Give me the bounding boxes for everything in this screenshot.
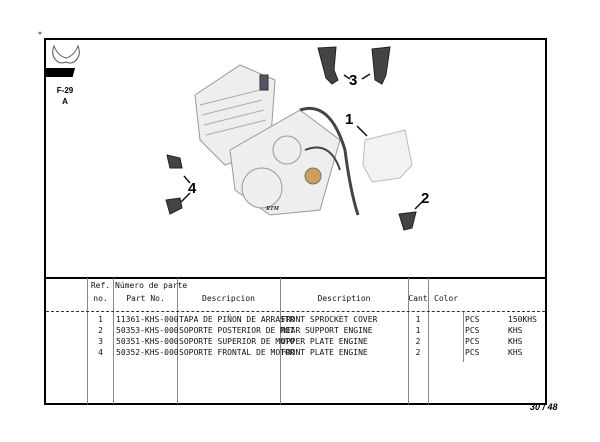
bracket-parts <box>165 46 417 231</box>
cell-unit: PCS <box>465 326 480 335</box>
cell-model: KHS <box>508 337 523 346</box>
cell-part: 50352-KHS-000 <box>116 348 179 357</box>
cell-model: 150KHS <box>508 315 537 324</box>
header-descripcion: Descripcion <box>202 294 255 303</box>
cell-model: KHS <box>508 348 523 357</box>
header-separator <box>46 311 545 312</box>
cell-unit: PCS <box>465 315 480 324</box>
header-color: Color <box>434 294 459 303</box>
callout-2: 2 <box>421 190 429 207</box>
header-description: Description <box>317 294 371 303</box>
header-numero-parte: Número de parte <box>115 281 188 290</box>
callout-1: 1 <box>345 111 353 128</box>
cell-ref: 1 <box>98 315 103 324</box>
cell-cant: 2 <box>415 337 421 346</box>
cell-cant: 1 <box>415 315 421 324</box>
front-sprocket-cover-part <box>362 129 413 183</box>
page-frame <box>44 38 547 405</box>
leader-lines <box>180 73 424 210</box>
callout-3: 3 <box>349 72 357 89</box>
engine-logo-text: RTM <box>265 206 280 212</box>
cell-cant: 2 <box>415 348 421 357</box>
cell-unit: PCS <box>465 348 480 357</box>
cell-descripcion: SOPORTE FRONTAL DE MOTOR <box>179 348 295 357</box>
cell-model: KHS <box>508 326 523 335</box>
cell-description: REAR SUPPORT ENGINE <box>281 326 373 335</box>
cell-description: UPPER PLATE ENGINE <box>281 337 368 346</box>
cell-part: 50351-KHS-000 <box>116 337 179 346</box>
cell-description: FRONT PLATE ENGINE <box>281 348 368 357</box>
header-cant: Cant <box>408 294 428 303</box>
figure-code: F-29 <box>56 86 74 95</box>
exploded-view-illustration: RTM 3 1 2 4 <box>165 46 429 231</box>
cell-part: 11361-KHS-000 <box>116 315 179 324</box>
engine-image: RTM <box>194 64 360 216</box>
cell-cant: 1 <box>415 326 421 335</box>
header-part-no: Part No. <box>126 294 165 303</box>
cell-descripcion: SOPORTE SUPERIOR DE MOTO <box>179 337 295 346</box>
page-number: 30 / 48 <box>530 402 558 412</box>
cell-ref: 3 <box>98 337 103 346</box>
cell-unit: PCS <box>465 337 480 346</box>
table-divider <box>44 277 547 279</box>
header-ref: Ref. <box>90 281 111 290</box>
cell-part: 50353-KHS-000 <box>116 326 179 335</box>
cell-ref: 4 <box>98 348 103 357</box>
cell-descripcion: TAPA DE PIÑON DE ARRASTR <box>179 315 295 324</box>
corner-mark: * <box>38 30 42 39</box>
rtm-logo <box>46 44 80 77</box>
cell-ref: 2 <box>98 326 103 335</box>
cell-description: FRONT SPROCKET COVER <box>281 315 378 324</box>
header-no: no. <box>93 294 108 303</box>
figure-variant: A <box>62 97 68 106</box>
cell-descripcion: SOPORTE POSTERIOR DE MOT <box>179 326 295 335</box>
callout-4: 4 <box>188 180 197 197</box>
